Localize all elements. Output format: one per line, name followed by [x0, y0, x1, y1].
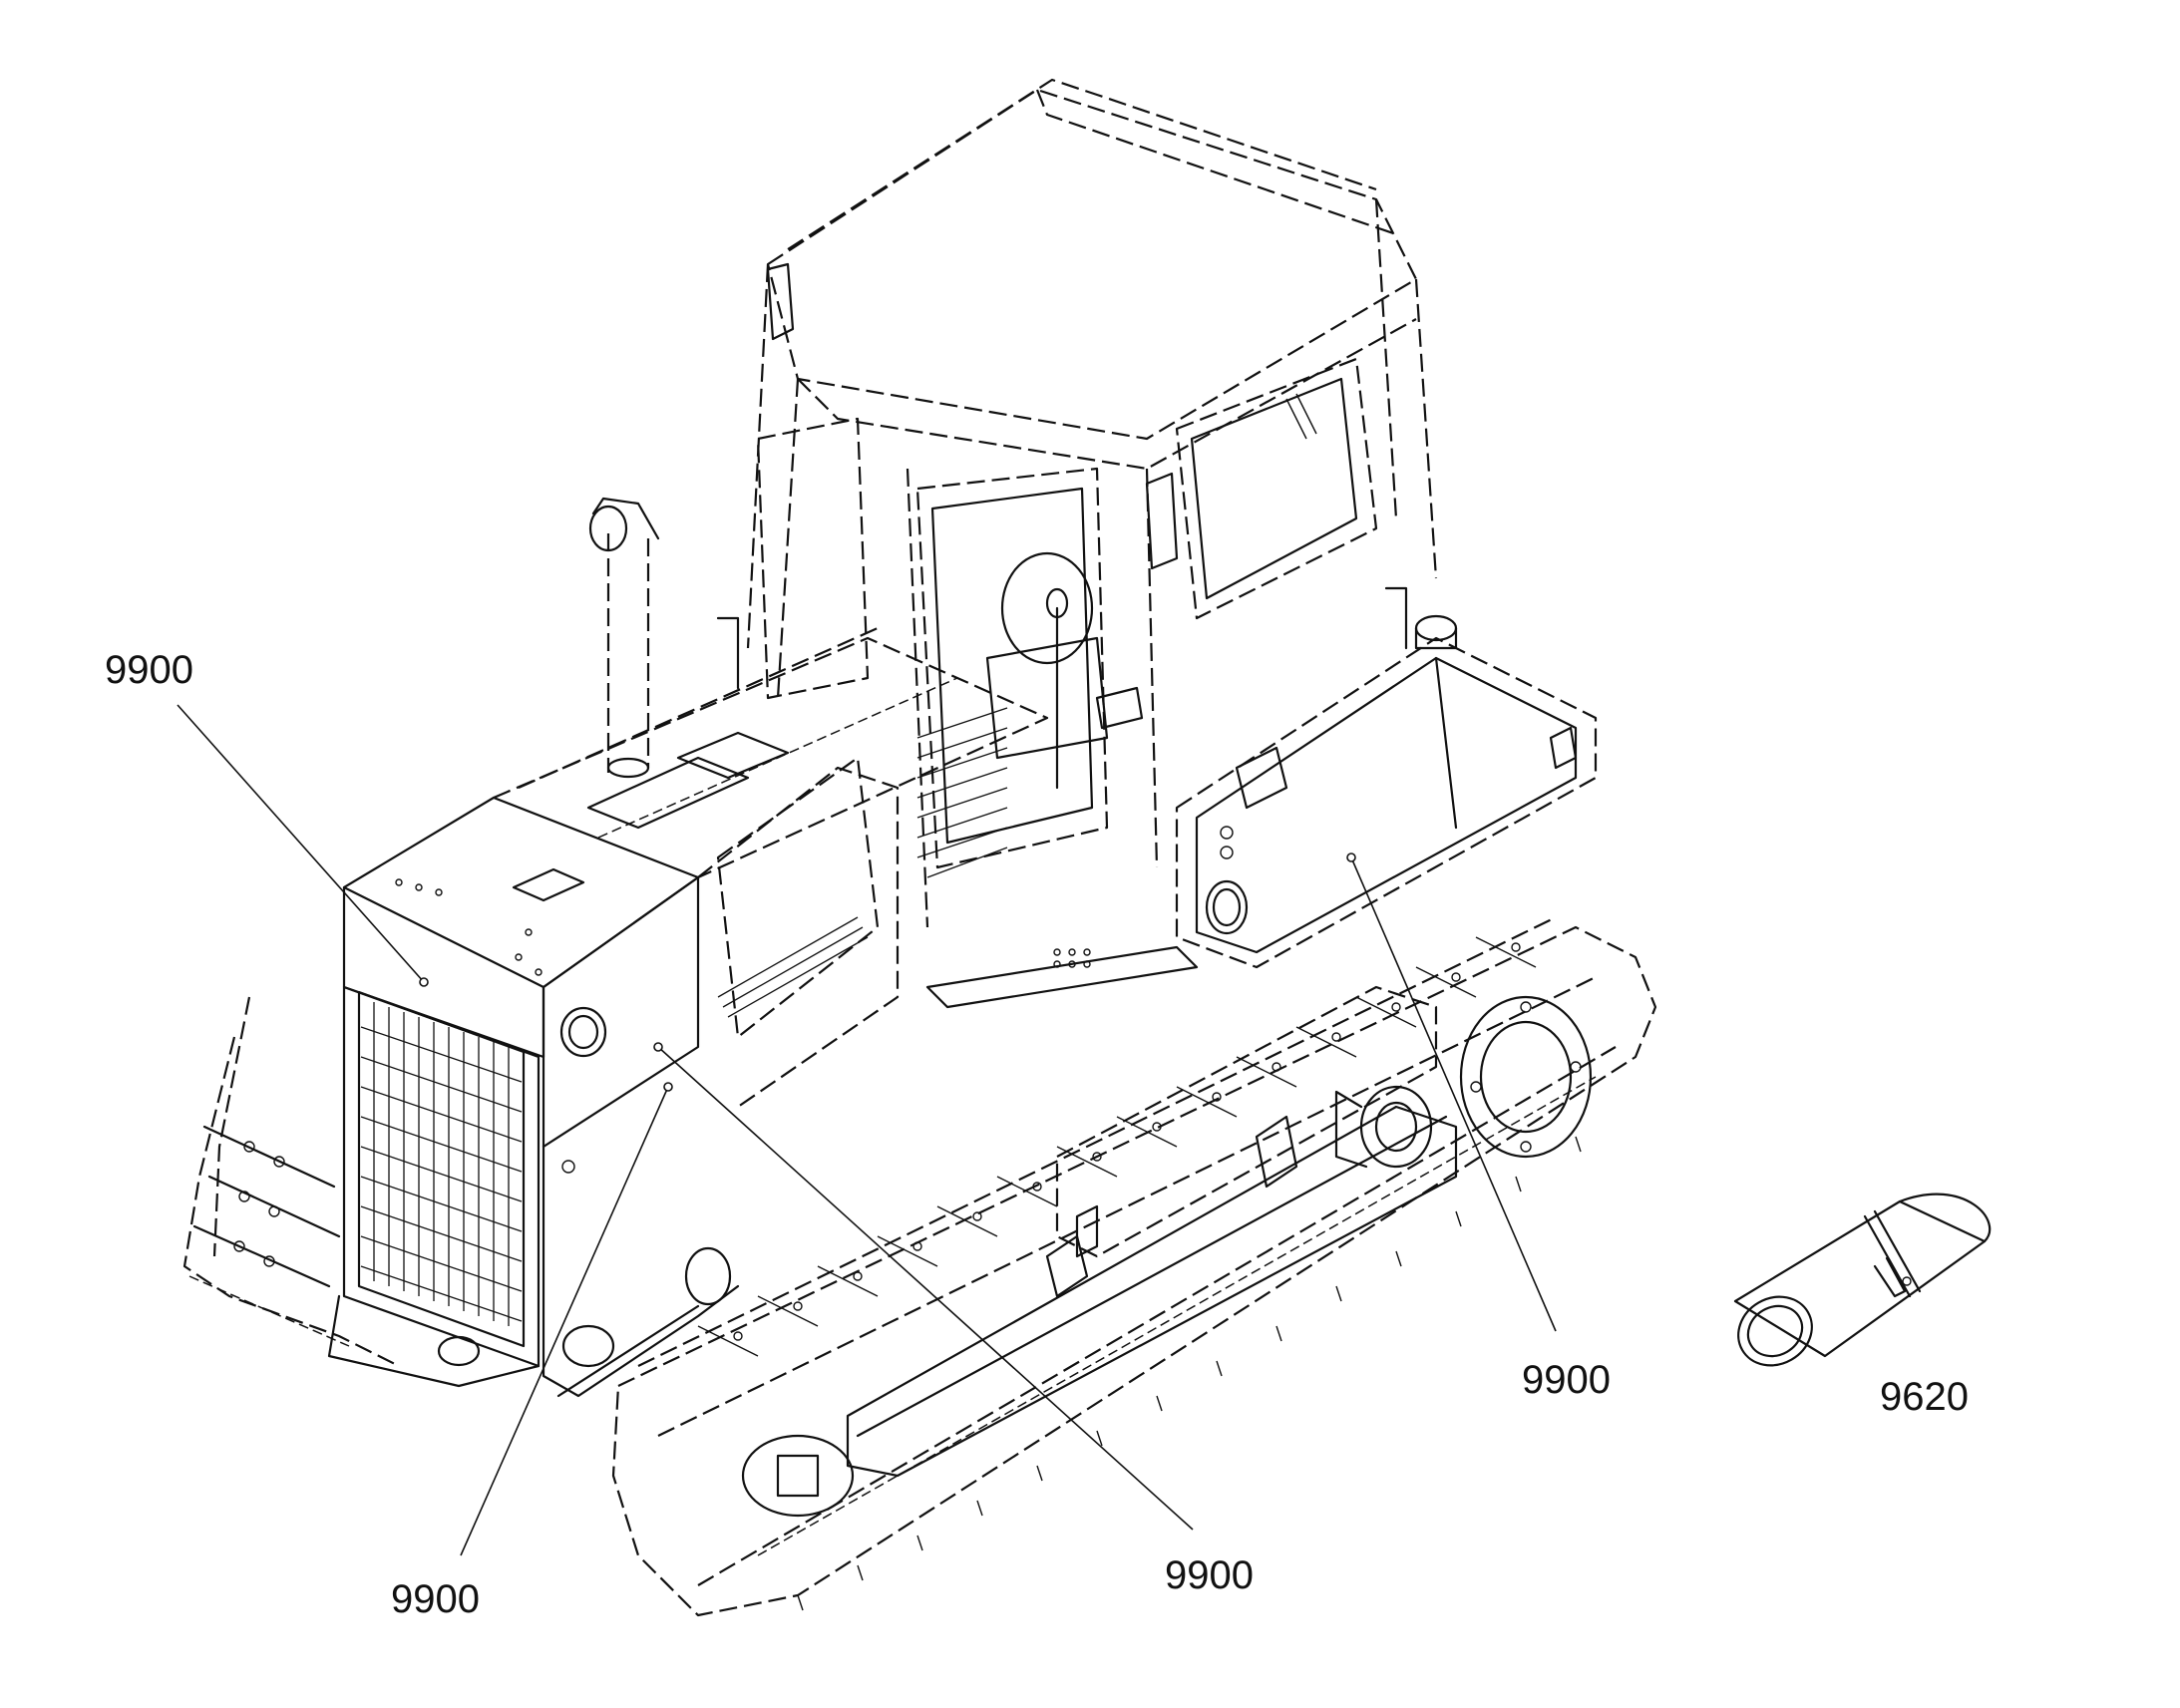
right-fender-tank [925, 636, 1598, 1009]
leader-line-c1 [177, 704, 425, 983]
callout-label-c2: 9900 [391, 1577, 480, 1621]
callout-label-c3: 9900 [1165, 1553, 1254, 1597]
leader-line-c2 [460, 1086, 669, 1556]
callout-labels: 9900 9900 9900 9900 9620 [105, 648, 1969, 1621]
leader-line-c3 [657, 1046, 1194, 1531]
right-track-assembly [611, 916, 1657, 1617]
callout-label-c1: 9900 [105, 648, 193, 692]
part-9620-tube [1733, 1193, 1992, 1367]
left-track-assembly [182, 996, 400, 1367]
exhaust-stack [588, 497, 660, 779]
radiator-grille [327, 985, 541, 1388]
callout-label-c5: 9620 [1880, 1375, 1969, 1419]
leader-lines [177, 704, 1557, 1556]
engine-hood [342, 626, 1049, 1398]
callout-label-c4: 9900 [1522, 1358, 1611, 1402]
operator-cab [716, 78, 1458, 928]
leader-line-c4 [1350, 856, 1557, 1332]
